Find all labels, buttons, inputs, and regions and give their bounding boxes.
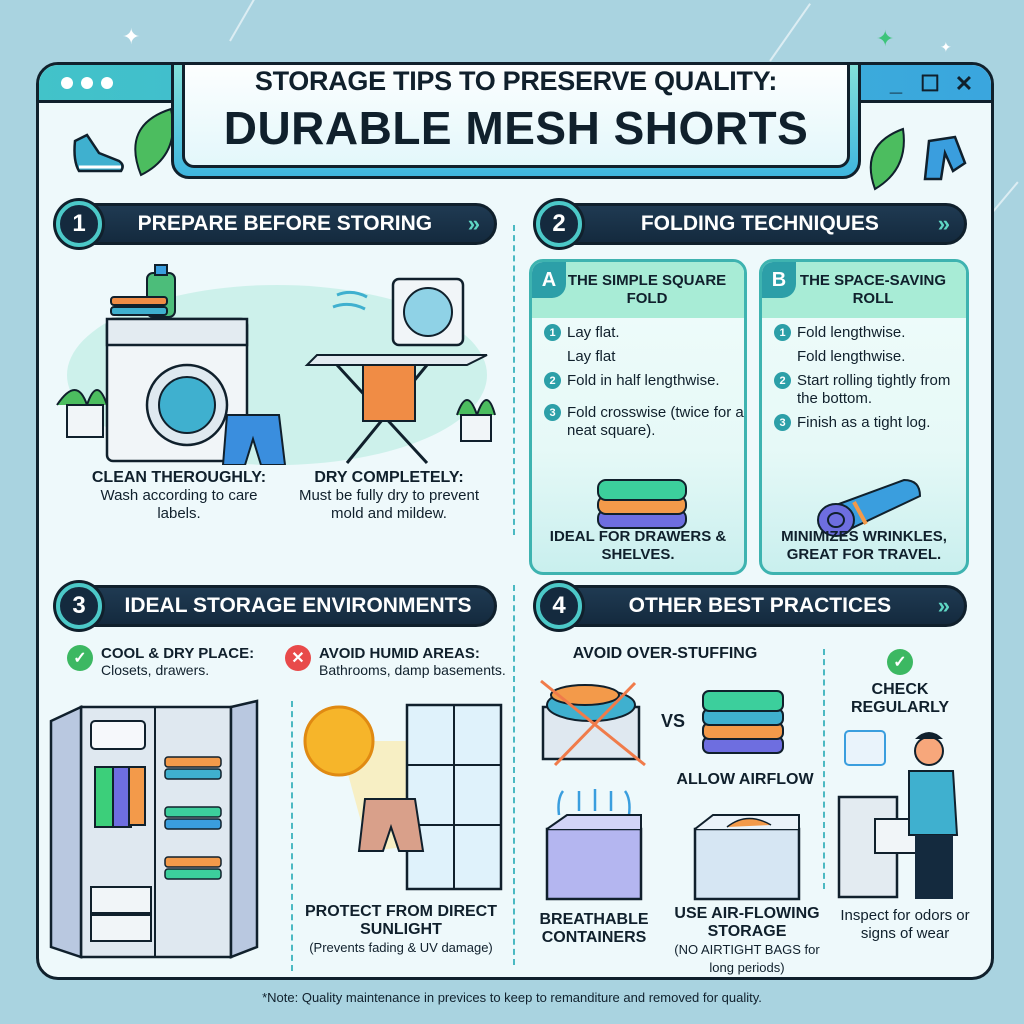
sparkle-icon: ✦ xyxy=(876,26,895,51)
close-button[interactable]: ✕ xyxy=(954,71,974,96)
card-header: B THE SPACE-SAVING ROLL xyxy=(762,262,966,318)
avoid-humid-item: ✕ AVOID HUMID AREAS:Bathrooms, damp base… xyxy=(285,645,506,679)
card-footer: IDEAL FOR DRAWERS & SHELVES. xyxy=(549,528,727,563)
window-dots xyxy=(61,77,113,89)
section-divider xyxy=(291,701,293,971)
page-subtitle: STORAGE TIPS TO PRESERVE QUALITY: xyxy=(254,65,778,96)
avoid-overstuffing-label: AVOID OVER-STUFFING xyxy=(572,645,758,662)
section-number: 2 xyxy=(536,201,582,247)
section-divider xyxy=(823,649,825,889)
section-header-folding: 2 FOLDING TECHNIQUES » xyxy=(536,201,967,247)
sunlight-caption: PROTECT FROM DIRECT SUNLIGHT (Prevents f… xyxy=(301,903,501,957)
folded-stack-icon xyxy=(597,479,687,529)
person-inspecting-drawer-illustration xyxy=(837,730,959,899)
x-icon: ✕ xyxy=(285,645,311,671)
sunlight-window-illustration xyxy=(303,703,503,891)
item-heading: AVOID HUMID AREAS: xyxy=(319,645,480,662)
check-regularly-label: CHECK REGULARLY xyxy=(850,681,950,716)
section-header-prepare: 1 PREPARE BEFORE STORING » xyxy=(56,201,497,247)
laundry-illustration xyxy=(56,264,496,465)
sparkle-icon: ✦ xyxy=(122,24,141,49)
app-window: _ ☐ ✕ STORAGE TIPS TO PRESERVE QUALITY: … xyxy=(36,62,994,980)
overstuffed-drawer-icon xyxy=(540,679,646,767)
breathable-container-icon xyxy=(545,789,643,901)
check-icon: ✓ xyxy=(67,645,93,671)
section-number: 1 xyxy=(56,201,102,247)
step-item: Fold lengthwise. xyxy=(797,348,906,365)
closet-illustration xyxy=(49,699,259,959)
footnote: *Note: Quality maintenance in previces t… xyxy=(262,990,762,1005)
card-footer: MINIMIZES WRINKLES, GREAT FOR TRAVEL. xyxy=(781,528,947,563)
section-title: OTHER BEST PRACTICES xyxy=(628,594,892,617)
section-divider xyxy=(513,225,515,535)
caption-text: (Prevents fading & UV damage) xyxy=(309,940,493,955)
section-header-best-practices: 4 OTHER BEST PRACTICES » xyxy=(536,583,967,629)
rolled-shorts-icon xyxy=(817,478,922,537)
card-header: A THE SIMPLE SQUARE FOLD xyxy=(532,262,744,318)
clean-thoroughly-caption: CLEAN THEROUGHLY: Wash according to care… xyxy=(79,469,279,523)
caption-text: Wash according to care labels. xyxy=(100,487,258,522)
title-card: STORAGE TIPS TO PRESERVE QUALITY: DURABL… xyxy=(171,65,861,179)
item-text: Bathrooms, damp basements. xyxy=(319,662,506,678)
section-header-environments: 3 IDEAL STORAGE ENVIRONMENTS xyxy=(56,583,497,629)
caption-heading: CLEAN THEROUGHLY: xyxy=(91,469,267,486)
section-number: 3 xyxy=(56,583,102,629)
caption-heading: PROTECT FROM DIRECT SUNLIGHT xyxy=(305,903,497,938)
vs-label: VS xyxy=(661,711,686,731)
mesh-storage-box-icon xyxy=(693,814,801,901)
page-title: DURABLE MESH SHORTS xyxy=(223,101,809,154)
caption-heading: DRY COMPLETELY: xyxy=(314,469,464,486)
maximize-button[interactable]: ☐ xyxy=(920,71,940,96)
air-flowing-storage-caption: USE AIR-FLOWING STORAGE (NO AIRTIGHT BAG… xyxy=(674,905,820,975)
chevron-right-icon: » xyxy=(937,593,950,618)
chevron-right-icon: » xyxy=(467,211,480,236)
section-number: 4 xyxy=(536,583,582,629)
card-title: THE SPACE-SAVING ROLL xyxy=(799,272,947,307)
item-heading: COOL & DRY PLACE: xyxy=(101,645,255,662)
neat-stack-icon xyxy=(702,690,784,754)
card-title: THE SIMPLE SQUARE FOLD xyxy=(567,272,727,307)
section-divider xyxy=(513,585,515,965)
bg-streak xyxy=(769,3,811,62)
window-controls: _ ☐ ✕ xyxy=(885,71,975,97)
section-title: IDEAL STORAGE ENVIRONMENTS xyxy=(124,594,472,617)
minimize-button[interactable]: _ xyxy=(889,71,903,96)
caption-text: Must be fully dry to prevent mold and mi… xyxy=(298,487,480,522)
card-badge: A xyxy=(532,262,566,298)
sparkle-icon: ✦ xyxy=(940,39,952,55)
item-text: Closets, drawers. xyxy=(101,662,210,678)
leaf-icon xyxy=(869,127,905,191)
chevron-right-icon: » xyxy=(937,211,950,236)
inspect-caption: Inspect for odors or signs of wear xyxy=(840,907,970,942)
sneaker-icon xyxy=(73,133,124,173)
bg-streak xyxy=(229,0,261,42)
breathable-containers-label: BREATHABLE CONTAINERS xyxy=(539,911,649,946)
shorts-icon xyxy=(923,135,967,181)
check-icon: ✓ xyxy=(887,649,913,675)
cool-dry-place-item: ✓ COOL & DRY PLACE:Closets, drawers. xyxy=(67,645,254,679)
section-title: PREPARE BEFORE STORING xyxy=(137,212,433,235)
section-title: FOLDING TECHNIQUES xyxy=(640,212,879,235)
card-badge: B xyxy=(762,262,796,298)
dry-completely-caption: DRY COMPLETELY: Must be fully dry to pre… xyxy=(289,469,489,523)
allow-airflow-label: ALLOW AIRFLOW xyxy=(676,771,814,788)
step-item: Lay flat xyxy=(567,348,616,365)
